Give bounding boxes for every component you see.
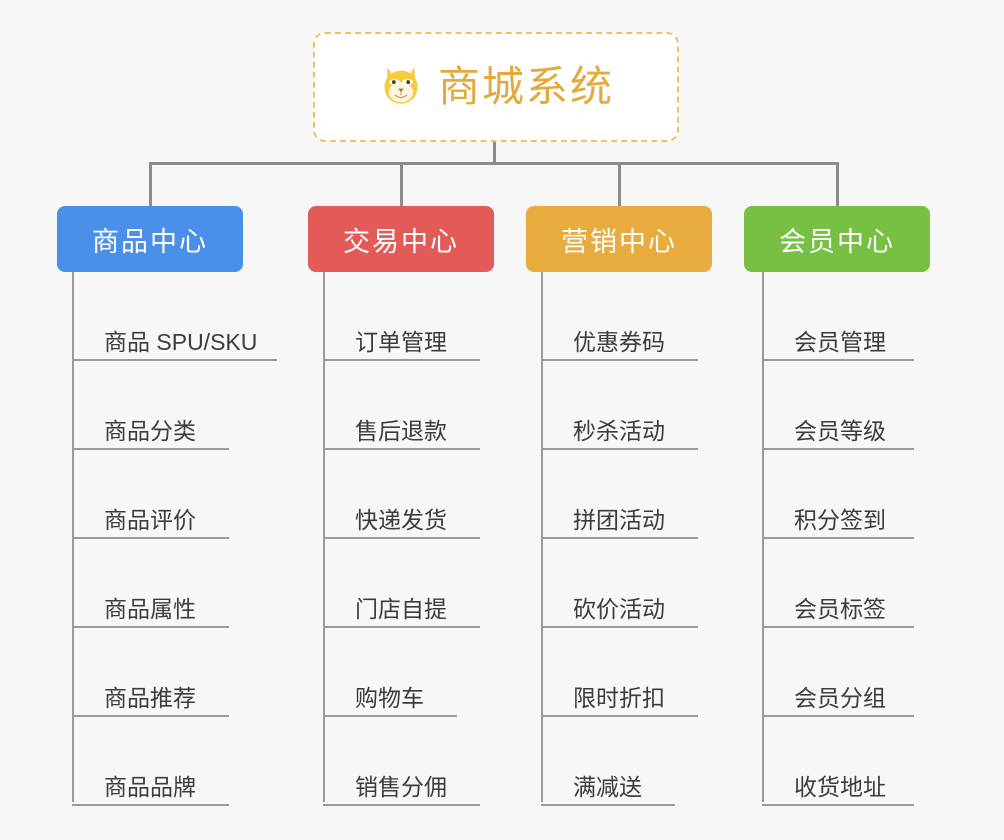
- leaf-label-0-3: 商品属性: [104, 595, 196, 622]
- leaf-label-1-0: 订单管理: [355, 328, 447, 355]
- connector-root-stem: [493, 142, 496, 164]
- leaf-item-2-2[interactable]: 拼团活动: [541, 450, 698, 539]
- leaf-item-0-2[interactable]: 商品评价: [72, 450, 229, 539]
- leaf-label-2-1: 秒杀活动: [573, 417, 665, 444]
- leaf-label-2-4: 限时折扣: [573, 684, 665, 711]
- leaf-item-2-0[interactable]: 优惠券码: [541, 272, 698, 361]
- leaf-item-1-0[interactable]: 订单管理: [323, 272, 480, 361]
- connector-drop-3: [618, 162, 621, 208]
- leaf-label-2-3: 砍价活动: [573, 595, 665, 622]
- category-header-2[interactable]: 营销中心: [526, 206, 712, 272]
- leaf-item-1-1[interactable]: 售后退款: [323, 361, 480, 450]
- leaf-item-3-1[interactable]: 会员等级: [762, 361, 914, 450]
- category-header-label-2: 营销中心: [561, 226, 677, 257]
- leaf-label-3-3: 会员标签: [794, 595, 886, 622]
- connector-drop-2: [400, 162, 403, 208]
- leaf-label-3-1: 会员等级: [794, 417, 886, 444]
- category-header-0[interactable]: 商品中心: [57, 206, 243, 272]
- leaf-label-3-0: 会员管理: [794, 328, 886, 355]
- category-header-label-0: 商品中心: [92, 226, 208, 257]
- category-header-label-3: 会员中心: [779, 226, 895, 257]
- leaf-item-3-3[interactable]: 会员标签: [762, 539, 914, 628]
- leaf-label-3-5: 收货地址: [794, 773, 886, 800]
- leaf-label-1-2: 快递发货: [355, 506, 447, 533]
- leaf-item-0-5[interactable]: 商品品牌: [72, 717, 229, 806]
- leaf-label-1-4: 购物车: [355, 684, 424, 711]
- leaf-item-0-0[interactable]: 商品 SPU/SKU: [72, 272, 277, 361]
- leaf-label-1-5: 销售分佣: [355, 773, 447, 800]
- leaf-item-3-0[interactable]: 会员管理: [762, 272, 914, 361]
- leaf-item-2-1[interactable]: 秒杀活动: [541, 361, 698, 450]
- connector-drop-4: [836, 162, 839, 208]
- leaf-item-0-1[interactable]: 商品分类: [72, 361, 229, 450]
- category-header-3[interactable]: 会员中心: [744, 206, 930, 272]
- leaf-item-2-3[interactable]: 砍价活动: [541, 539, 698, 628]
- leaf-item-3-5[interactable]: 收货地址: [762, 717, 914, 806]
- leaf-item-1-4[interactable]: 购物车: [323, 628, 457, 717]
- leaf-label-2-5: 满减送: [573, 773, 642, 800]
- leaf-item-3-2[interactable]: 积分签到: [762, 450, 914, 539]
- leaf-item-1-2[interactable]: 快递发货: [323, 450, 480, 539]
- connector-horizontal-bus: [149, 162, 839, 165]
- leaf-label-0-0: 商品 SPU/SKU: [104, 328, 258, 355]
- category-header-label-1: 交易中心: [343, 226, 459, 257]
- leaf-label-1-3: 门店自提: [355, 595, 447, 622]
- connector-drop-1: [149, 162, 152, 208]
- leaf-label-0-1: 商品分类: [104, 417, 196, 444]
- leaf-label-2-0: 优惠券码: [573, 328, 665, 355]
- category-header-1[interactable]: 交易中心: [308, 206, 494, 272]
- leaf-label-0-4: 商品推荐: [104, 684, 196, 711]
- leaf-label-3-4: 会员分组: [794, 684, 886, 711]
- leaf-item-1-5[interactable]: 销售分佣: [323, 717, 480, 806]
- leaf-label-3-2: 积分签到: [794, 506, 886, 533]
- leaf-item-0-4[interactable]: 商品推荐: [72, 628, 229, 717]
- leaf-item-1-3[interactable]: 门店自提: [323, 539, 480, 628]
- shiba-dog-face-icon: [378, 62, 424, 113]
- leaf-item-3-4[interactable]: 会员分组: [762, 628, 914, 717]
- leaf-item-2-5[interactable]: 满减送: [541, 717, 675, 806]
- root-node-mall-system[interactable]: 商城系统: [313, 32, 679, 142]
- leaf-label-0-5: 商品品牌: [104, 773, 196, 800]
- leaf-item-0-3[interactable]: 商品属性: [72, 539, 229, 628]
- leaf-label-1-1: 售后退款: [355, 417, 447, 444]
- root-title: 商城系统: [437, 63, 614, 110]
- leaf-label-2-2: 拼团活动: [573, 506, 665, 533]
- leaf-label-0-2: 商品评价: [104, 506, 196, 533]
- leaf-item-2-4[interactable]: 限时折扣: [541, 628, 698, 717]
